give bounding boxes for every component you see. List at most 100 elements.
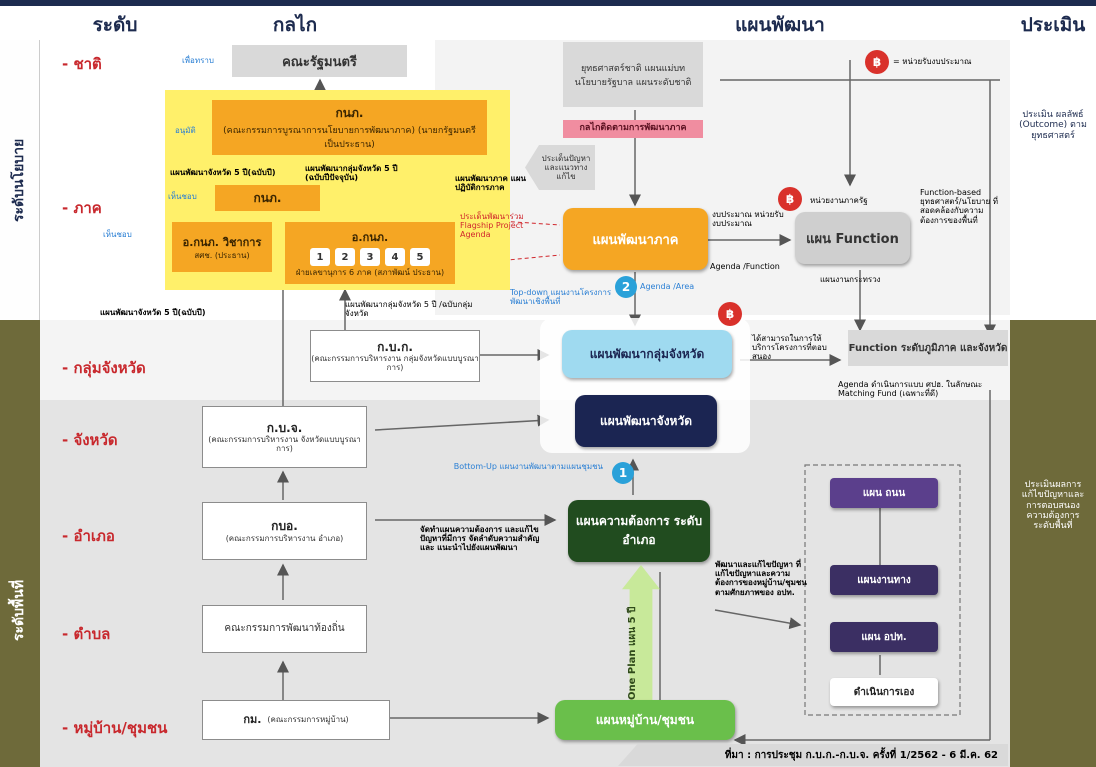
national-items: ยุทธศาสตร์ชาติ แผนแม่บท นโยบายรัฐบาล แผน…	[574, 63, 692, 88]
right-top-label: แผน ถนน	[862, 487, 906, 499]
topdown-label: Top-down แผนงานโครงการพัฒนาเชิงพื้นที่	[510, 288, 612, 307]
national-items-box: ยุทธศาสตร์ชาติ แผนแม่บท นโยบายรัฐบาล แผน…	[563, 42, 703, 107]
source-note: ที่มา : การประชุม ก.บ.ก.-ก.บ.จ. ครั้งที่…	[618, 744, 1008, 766]
level-subdistrict: - ตำบล	[62, 625, 111, 643]
budget-icon-function: ฿	[778, 187, 802, 211]
budget-icon-legend: ฿	[865, 50, 889, 74]
cluster-plan-label: แผนพัฒนากลุ่มจังหวัด	[589, 346, 705, 361]
tambon-box: คณะกรรมการพัฒนาท้องถิ่น	[202, 605, 367, 653]
approve-label: เห็นชอบ	[103, 230, 132, 239]
header-evaluate: ประเมิน	[1020, 14, 1086, 36]
kbnp-small-label: กนภ.	[253, 190, 282, 205]
nesdc-box: กลไกติดตามการพัฒนาภาค	[563, 120, 703, 138]
budget-icon-cluster: ฿	[718, 302, 742, 326]
a-kbnp-num-2: 2	[335, 248, 355, 267]
function-right: Function-based ยุทธศาสตร์/นโยบาย ที่สอดค…	[920, 188, 999, 225]
eval-strip-bottom	[1010, 320, 1096, 767]
sub-kbnp-title: อ.กนภ. วิชาการ	[182, 236, 262, 250]
level-region: - ภาค	[62, 199, 102, 217]
header-mechanism: กลไก	[272, 14, 318, 36]
kbnp-small-note: เห็นชอบ	[168, 192, 197, 201]
level-national: - ชาติ	[62, 55, 102, 73]
agenda-box: Agenda ดำเนินการแบบ ศปฮ. ในลักษณะ Matchi…	[838, 380, 998, 398]
kba-title: กบอ.	[271, 519, 298, 534]
kba-desc: (คณะกรรมการบริหารงาน อำเภอ)	[225, 533, 344, 543]
kbk-box: ก.บ.ก. (คณะกรรมการบริหารงาน กลุ่มจังหวัด…	[310, 330, 480, 382]
nesdc-label: กลไกติดตามการพัฒนาภาค	[579, 123, 687, 133]
marker-one: 1	[612, 462, 634, 484]
area-strip: ระดับพื้นที่	[0, 320, 40, 767]
needs-note: พัฒนาและแก้ไขปัญหา ที่แก้ไขปัญหาและความ …	[715, 560, 807, 597]
eval-area: ประเมินผลการ แก้ไขปัญหาและ การตอบสนอง คว…	[1021, 480, 1085, 532]
a-kbnp-title: อ.กนภ.	[351, 231, 389, 245]
village-plan-box[interactable]: แผนหมู่บ้าน/ชุมชน	[555, 700, 735, 740]
agenda-box-label: Agenda ดำเนินการแบบ ศปฮ. ในลักษณะ Matchi…	[838, 380, 983, 399]
kbk-title: ก.บ.ก.	[377, 339, 413, 354]
level-district: - อำเภอ	[62, 527, 115, 545]
cluster-plan-box[interactable]: แผนพัฒนากลุ่มจังหวัด	[562, 330, 732, 378]
oneplan-label: One Plan แผน 5 ปี	[627, 606, 638, 700]
right-top-box: แผน ถนน	[830, 478, 938, 508]
dept-label: แผนงานกระทรวง	[820, 275, 881, 284]
right-bottom-box: ดำเนินการเอง	[830, 678, 938, 706]
district-note: จัดทำแผนความต้องการ และแก้ไขปัญหาที่มีกา…	[420, 525, 540, 553]
right-bottom-label: ดำเนินการเอง	[853, 686, 915, 698]
agenda-link: ได้สามารถในการให้บริการโครงการที่ตอบสนอง	[752, 334, 827, 362]
kbnp-desc: (คณะกรรมการบูรณาการนโยบายการพัฒนาภาค) (น…	[223, 126, 476, 150]
kbj-title: ก.บ.จ.	[266, 420, 303, 435]
region-plan-label: แผนพัฒนาภาค	[592, 232, 679, 248]
region-links: ประเด็นพัฒนาร่วม Flagship Project Agenda	[460, 212, 524, 240]
village-committee-title: กม.	[243, 713, 262, 727]
kbj-desc: (คณะกรรมการบริหารงาน จังหวัดแบบบูรณาการ)	[208, 435, 361, 454]
sub-kbnp-box: อ.กนภ. วิชาการ สศช. (ประธาน)	[172, 222, 272, 272]
yellow-note-2: แผนพัฒนากลุ่มจังหวัด 5 ปี (ฉบับปีปัจจุบั…	[305, 164, 398, 183]
function-plan-box[interactable]: แผน Function	[795, 212, 910, 264]
district-needs-box[interactable]: แผนความต้องการ ระดับอำเภอ	[568, 500, 710, 562]
a-kbnp-sub: ฝ่ายเลขานุการ 6 ภาค (สภาพัฒน์ ประธาน)	[295, 268, 445, 278]
village-committee-box: กม. (คณะกรรมการหมู่บ้าน)	[202, 700, 390, 740]
agenda-function: Agenda /Function	[710, 262, 780, 271]
source-label: ที่มา : การประชุม ก.บ.ก.-ก.บ.จ. ครั้งที่…	[724, 749, 998, 761]
header-level: ระดับ	[92, 14, 138, 36]
a-kbnp-num-3: 3	[360, 248, 380, 267]
a-kbnp-numbers: 1 2 3 4 5	[310, 248, 430, 267]
region-plan-box[interactable]: แผนพัฒนาภาค	[563, 208, 708, 270]
issue-box: ประเด็นปัญหาและแนวทางแก้ไข	[525, 145, 595, 190]
village-plan-label: แผนหมู่บ้าน/ชุมชน	[595, 712, 695, 727]
province-plan-box[interactable]: แผนพัฒนาจังหวัด	[575, 395, 717, 447]
kbnp-box: กนภ. (คณะกรรมการบูรณาการนโยบายการพัฒนาภา…	[212, 100, 487, 155]
cluster-plan-5yr: แผนพัฒนากลุ่มจังหวัด 5 ปี /ฉบับกลุ่มจังห…	[345, 300, 473, 319]
level-province: - จังหวัด	[62, 431, 118, 449]
kbnp-title: กนภ.	[335, 106, 364, 120]
province-plan-label: แผนพัฒนาจังหวัด	[600, 413, 692, 428]
agency-label-top: หน่วยงานภาครัฐ	[810, 196, 868, 205]
a-kbnp-num-5: 5	[410, 248, 430, 267]
eval-strip-top	[1010, 40, 1096, 320]
kbnp-note: อนุมัติ	[175, 126, 196, 135]
tambon-label: คณะกรรมการพัฒนาท้องถิ่น	[224, 623, 345, 634]
level-village: - หมู่บ้าน/ชุมชน	[62, 719, 168, 737]
a-kbnp-box: อ.กนภ. 1 2 3 4 5 ฝ่ายเลขานุการ 6 ภาค (สภ…	[285, 222, 455, 284]
right-low-box: แผน อปท.	[830, 622, 938, 652]
kba-box: กบอ. (คณะกรรมการบริหารงาน อำเภอ)	[202, 502, 367, 560]
district-needs-label: แผนความต้องการ ระดับอำเภอ	[575, 514, 703, 547]
yellow-note-1: แผนพัฒนาจังหวัด 5 ปี(ฉบับปี)	[170, 168, 276, 177]
bottomup-label: Bottom-Up แผนงานพัฒนาตามแผนชุมชน	[453, 462, 603, 471]
sub-kbnp-sub: สศช. (ประธาน)	[194, 251, 250, 261]
cabinet-label: คณะรัฐมนตรี	[282, 54, 357, 70]
right-low-label: แผน อปท.	[861, 631, 907, 643]
level-cluster: - กลุ่มจังหวัด	[62, 359, 146, 377]
eval-outcome: ประเมิน ผลลัพธ์ (Outcome) ตาม ยุทธศาสตร์	[1019, 110, 1087, 141]
marker-two: 2	[615, 276, 637, 298]
function-plan-label: แผน Function	[806, 231, 899, 247]
policy-strip: ระดับนโยบาย	[0, 40, 40, 320]
header-plan: แผนพัฒนา	[735, 14, 825, 36]
issue-label: ประเด็นปัญหาและแนวทางแก้ไข	[541, 153, 591, 182]
province-plan-5yr: แผนพัฒนาจังหวัด 5 ปี(ฉบับปี)	[100, 308, 206, 317]
function-province-label: Function ระดับภูมิภาค และจังหวัด	[848, 342, 1008, 354]
kbk-desc: (คณะกรรมการบริหารงาน กลุ่มจังหวัดแบบบูรณ…	[311, 354, 479, 373]
agenda-area: Agenda /Area	[640, 282, 695, 291]
cabinet-box: คณะรัฐมนตรี	[232, 45, 407, 77]
policy-band-gray	[435, 40, 1010, 315]
top-band	[0, 0, 1096, 6]
